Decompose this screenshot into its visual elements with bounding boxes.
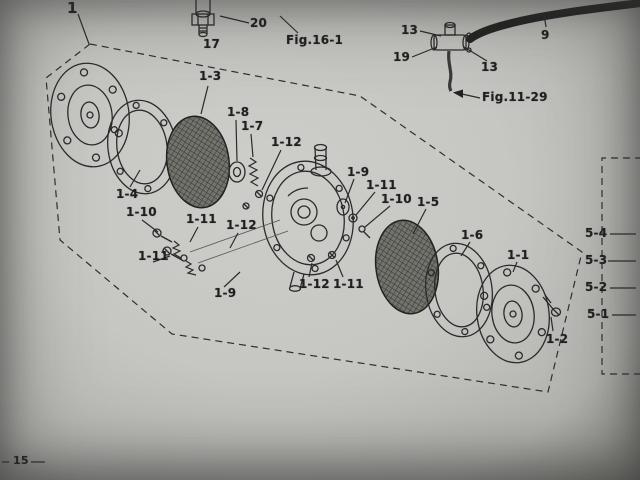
label-part-5-2: 5-2 — [585, 280, 608, 294]
label-part-19: 19 — [393, 50, 411, 64]
pump-cover-left — [50, 62, 130, 168]
label-part-5-3: 5-3 — [585, 253, 608, 267]
fuel-hose-9 — [466, 0, 640, 43]
label-part-1-11-a: 1-11 — [186, 212, 217, 226]
label-part-5-1: 5-1 — [587, 307, 610, 321]
label-part-1-12-a: 1-12 — [271, 135, 302, 149]
label-part-1-2: 1-2 — [546, 332, 569, 346]
label-part-5-4: 5-4 — [585, 226, 608, 240]
gasket-1-6 — [425, 242, 493, 338]
check-valve-set-right — [336, 198, 371, 239]
label-fig-16-1: Fig.16-1 — [286, 33, 344, 47]
label-part-1-11-c: 1-11 — [366, 178, 397, 192]
label-part-1-11-d: 1-11 — [333, 277, 364, 291]
dashed-boundary — [45, 43, 583, 393]
diaphragm-1-5 — [374, 219, 440, 315]
label-part-1-5: 1-5 — [417, 195, 440, 209]
label-part-1-4: 1-4 — [116, 187, 139, 201]
screw-1-12-top — [242, 189, 264, 210]
fuel-line-to-fig-11-29 — [446, 50, 453, 92]
screw-1-2 — [542, 294, 562, 317]
label-part-1: 1 — [67, 0, 78, 17]
fuel-fitting-17-20-icon — [191, 0, 215, 38]
pump-body — [262, 143, 354, 292]
screw-set-below-body — [306, 250, 337, 263]
label-part-13-a: 13 — [401, 23, 419, 37]
label-part-1-10-a: 1-10 — [126, 205, 157, 219]
spring-1-7 — [247, 157, 260, 187]
leader-fig-16-1 — [279, 15, 299, 34]
label-part-1-9-a: 1-9 — [214, 286, 237, 300]
label-part-1-11-b: 1-11 — [138, 249, 169, 263]
label-part-1-10-b: 1-10 — [381, 192, 412, 206]
washer-1-8 — [228, 161, 246, 183]
screw-spring-cluster-left — [152, 219, 289, 276]
label-part-13-b: 13 — [481, 60, 499, 74]
label-part-17: 17 — [203, 37, 221, 51]
label-part-1-8: 1-8 — [227, 105, 250, 119]
diaphragm-1-3 — [165, 115, 231, 209]
label-part-1-1: 1-1 — [507, 248, 530, 262]
label-part-1-9-b: 1-9 — [347, 165, 370, 179]
label-part-1-12-b: 1-12 — [226, 218, 257, 232]
label-part-1-6: 1-6 — [461, 228, 484, 242]
leader-lines-inner — [129, 85, 554, 332]
label-part-1-7: 1-7 — [241, 119, 264, 133]
label-part-1-3: 1-3 — [199, 69, 222, 83]
label-part-9: 9 — [541, 28, 550, 42]
leader-20 — [219, 15, 250, 24]
fig-11-29-arrow-icon — [453, 89, 481, 99]
label-part-1-12-c: 1-12 — [299, 277, 330, 291]
leader-lines-top — [77, 13, 547, 62]
gasket-1-4 — [107, 99, 177, 195]
label-page-15: 15 — [13, 454, 29, 467]
pump-cover-1-1 — [476, 264, 550, 364]
label-part-20: 20 — [250, 16, 268, 30]
leader-lines-5x — [608, 233, 636, 316]
label-fig-11-29: Fig.11-29 — [482, 90, 548, 104]
dashed-section-box-right — [601, 157, 640, 375]
